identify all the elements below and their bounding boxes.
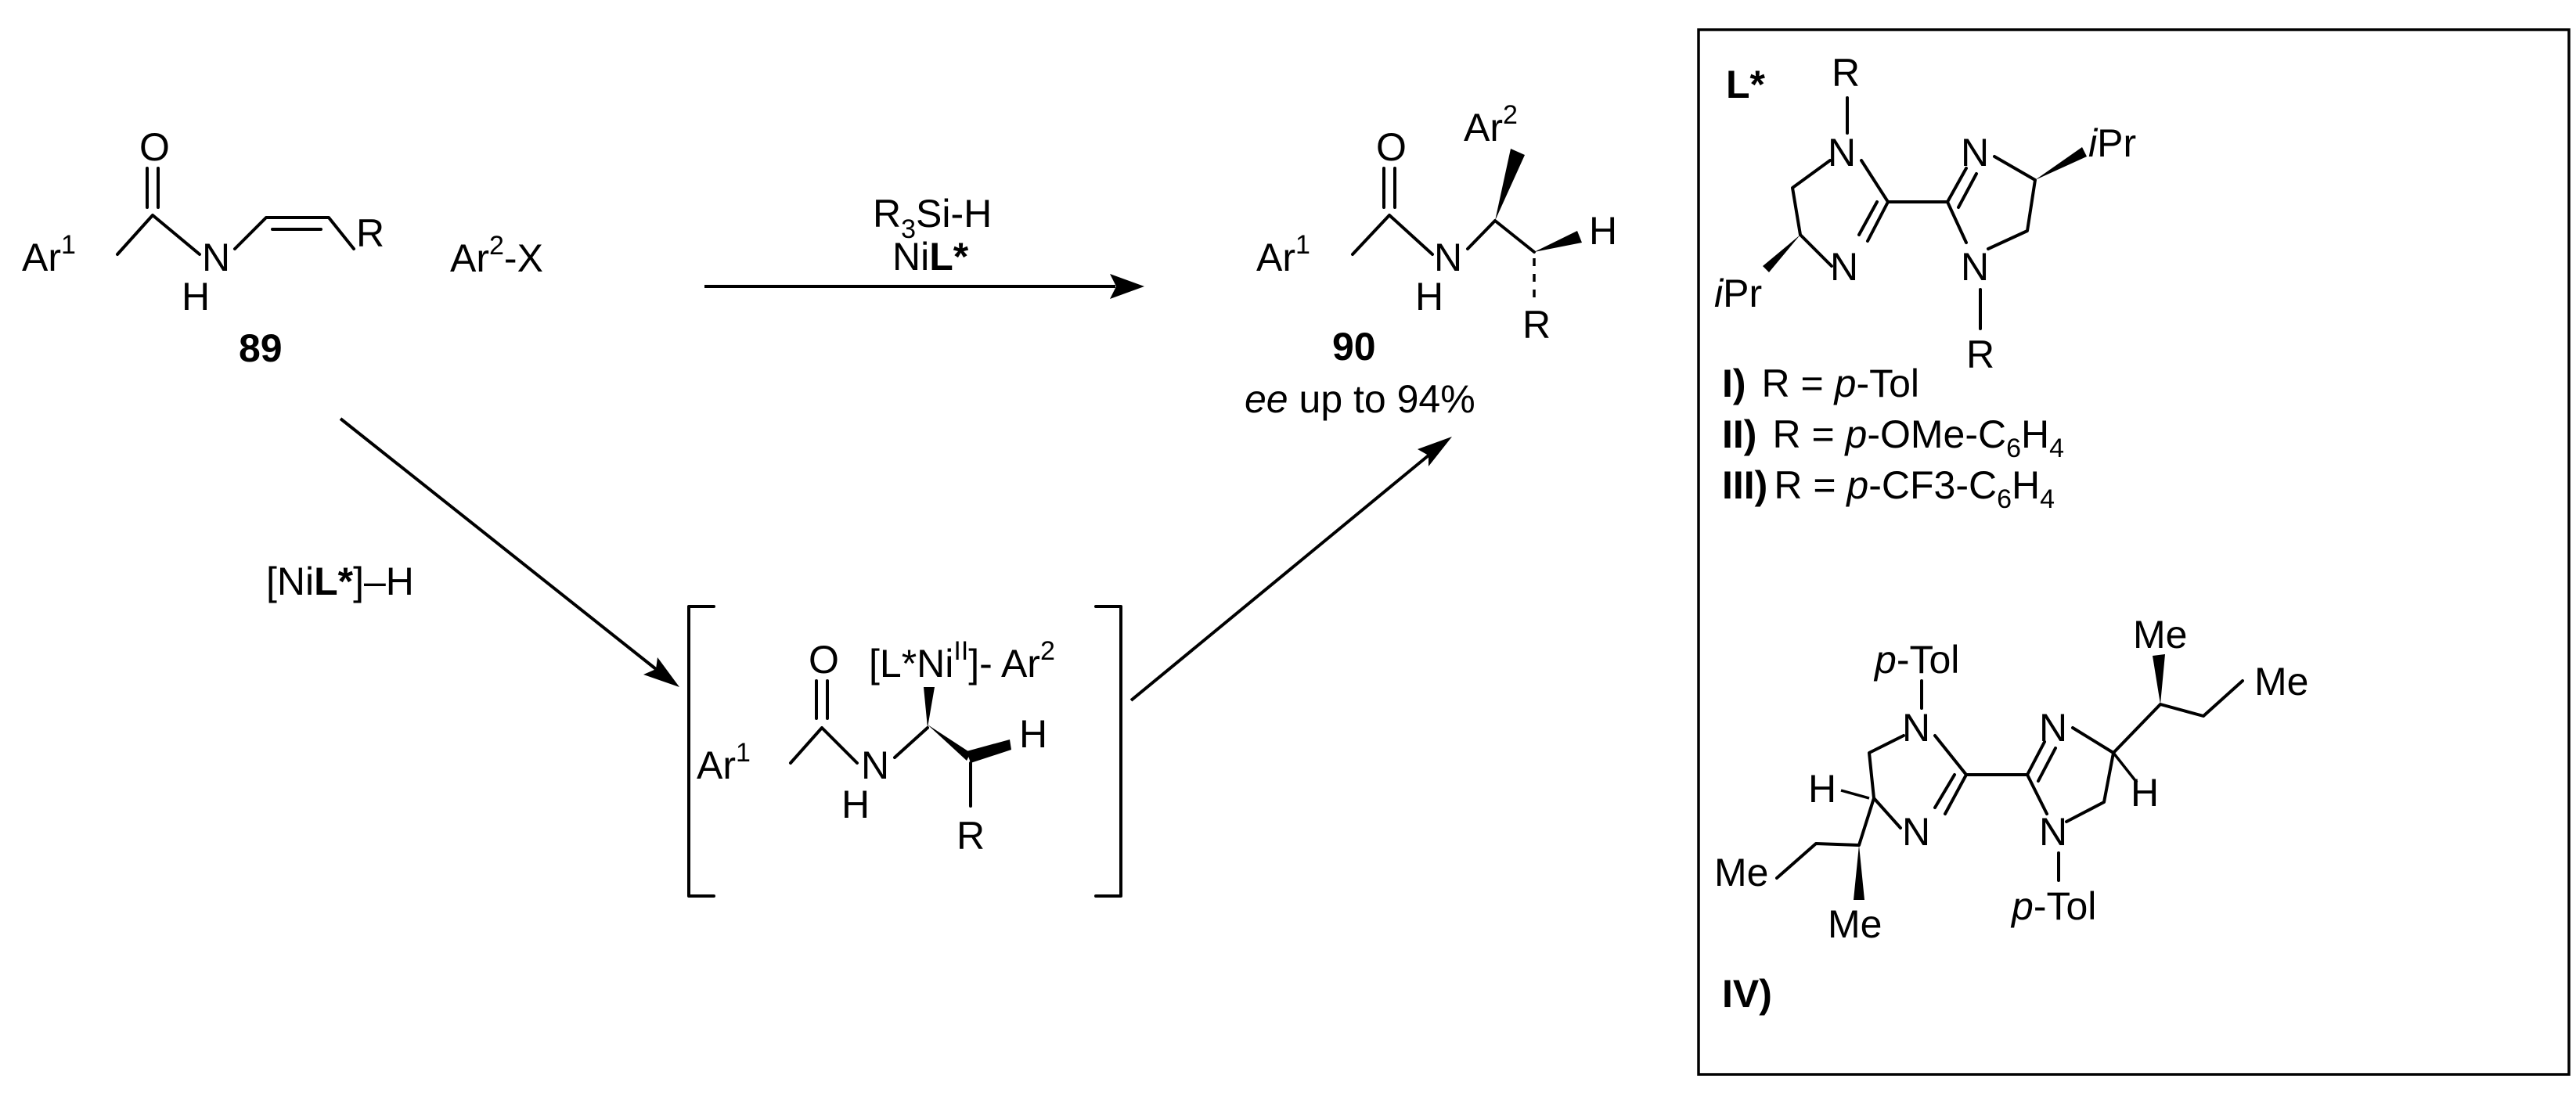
iv-ptol-bottom: p-Tol <box>2010 884 2096 928</box>
upper-ring-r: R <box>1832 51 1860 95</box>
iv-hydrogen-right: H <box>2131 771 2159 815</box>
nickel-catalyst: NiL* <box>892 235 969 279</box>
intermediate-substituent-r: R <box>957 814 985 858</box>
upper-ring-r-2: R <box>1966 333 1994 376</box>
carbonyl-oxygen: O <box>139 125 170 169</box>
product-amide-hydrogen: H <box>1415 275 1443 318</box>
reaction-arrow-top <box>704 274 1144 299</box>
intermediate-hydrogen: H <box>1019 712 1047 756</box>
product-hydrogen: H <box>1589 209 1617 253</box>
upper-ring-nitrogen-2: N <box>1830 245 1858 289</box>
product-carbonyl-oxygen: O <box>1376 125 1407 169</box>
starting-material-89: Ar1 O N H R 89 <box>22 125 384 370</box>
compound-number-90: 90 <box>1332 325 1376 369</box>
ligand-structure-upper: R N N iPr N N R iPr <box>1714 51 2136 376</box>
enantioselectivity: ee up to 94% <box>1245 377 1475 421</box>
arrow-from-intermediate <box>1129 437 1452 702</box>
ar1-label: Ar1 <box>22 230 76 279</box>
intermediate-amide-hydrogen: H <box>841 783 870 826</box>
iv-hydrogen-left: H <box>1808 767 1836 811</box>
ligand-variants: I)R = p-Tol II)R = p-OMe-C6H4 III)R = p-… <box>1722 362 2064 514</box>
nickel-aryl-fragment: [L*NiII]- Ar2 <box>869 636 1055 686</box>
compound-number-89: 89 <box>239 326 283 370</box>
upper-ring-nitrogen-4: N <box>1961 245 1989 289</box>
upper-ring-nitrogen-1: N <box>1828 131 1856 175</box>
iv-nitrogen-1: N <box>1902 706 1930 750</box>
upper-ipr-right: iPr <box>2088 121 2136 165</box>
iv-me-right-1: Me <box>2133 613 2187 657</box>
variant-iv-label: IV) <box>1722 972 1772 1016</box>
ligand-structure-iv: p-Tol N N H Me Me N N p-Tol H Me <box>1714 613 2308 946</box>
intermediate: Ar1 O N H [L*NiII]- Ar2 H R <box>687 605 1122 898</box>
silane-reagent: R3Si-H <box>873 192 992 244</box>
ligand-box-title: L* <box>1726 63 1766 106</box>
iv-me-right-2: Me <box>2254 660 2308 704</box>
variant-i: I)R = p-Tol <box>1722 362 1919 405</box>
nickel-hydride: [NiL*]–H <box>266 560 414 603</box>
product-amide-nitrogen: N <box>1434 236 1462 279</box>
amide-nitrogen: N <box>202 236 230 279</box>
aryl-halide: Ar2-X <box>450 231 543 280</box>
arrow-to-intermediate <box>339 417 679 687</box>
variant-ii: II)R = p-OMe-C6H4 <box>1722 412 2064 463</box>
variant-iii: III)R = p-CF3-C6H4 <box>1722 463 2055 514</box>
intermediate-ar1-label: Ar1 <box>697 738 751 787</box>
product-90: Ar1 O N H Ar2 H R 90 ee up to 94% <box>1245 100 1617 421</box>
product-ar1-label: Ar1 <box>1256 230 1310 279</box>
iv-me-left-2: Me <box>1828 902 1882 946</box>
iv-nitrogen-2: N <box>1902 810 1930 854</box>
ligand-box: L* R N N iPr N N R iPr I)R = p-Tol I <box>1697 28 2571 1076</box>
upper-ipr-left: iPr <box>1714 272 1762 315</box>
intermediate-amide-nitrogen: N <box>861 743 889 787</box>
iv-me-left-1: Me <box>1714 851 1768 894</box>
intermediate-carbonyl-oxygen: O <box>809 638 839 682</box>
product-ar2-label: Ar2 <box>1464 100 1518 149</box>
product-substituent-r: R <box>1522 303 1551 347</box>
iv-ptol-top: p-Tol <box>1873 638 1959 682</box>
substituent-r: R <box>356 211 384 255</box>
amide-hydrogen: H <box>182 275 210 318</box>
iv-nitrogen-4: N <box>2039 810 2067 854</box>
